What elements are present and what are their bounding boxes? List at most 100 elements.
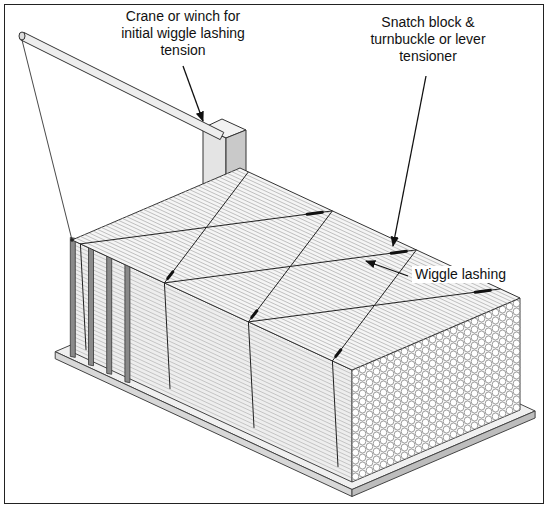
turnbuckle xyxy=(252,311,257,318)
pipe-end xyxy=(513,340,520,347)
pipe-end xyxy=(450,367,457,374)
pipe-end xyxy=(352,409,359,416)
pipe-end xyxy=(387,354,394,361)
pipe-end xyxy=(394,455,401,462)
pipe-end xyxy=(457,388,464,395)
pipe-end xyxy=(506,359,513,366)
pipe-end xyxy=(366,371,373,378)
pipe-end xyxy=(513,324,520,331)
pipe-end xyxy=(443,418,450,425)
pipe-end xyxy=(359,438,366,445)
pipe-end xyxy=(506,383,513,390)
pipe-end xyxy=(408,369,415,376)
pipe-end xyxy=(443,370,450,377)
pipe-end xyxy=(415,382,422,389)
pipe-end xyxy=(436,437,443,444)
turnbuckle xyxy=(336,350,341,357)
pipe-end xyxy=(366,379,373,386)
pipe-end xyxy=(450,391,457,398)
pipe-end xyxy=(380,381,387,388)
pipe-end xyxy=(373,360,380,367)
pipe-end xyxy=(478,323,485,330)
pipe-end xyxy=(408,433,415,440)
pipe-end xyxy=(373,400,380,407)
pipe-end xyxy=(450,375,457,382)
pipe-end xyxy=(464,369,471,376)
pipe-end xyxy=(380,357,387,364)
pipe-end xyxy=(478,379,485,386)
pipe-end xyxy=(359,414,366,421)
pipe-top-line xyxy=(97,229,377,359)
pipe-end xyxy=(450,431,457,438)
pipe-end xyxy=(394,439,401,446)
pipe-top-line xyxy=(223,175,503,305)
pipe-end xyxy=(394,375,401,382)
pipe-end xyxy=(380,421,387,428)
pipe-end xyxy=(359,398,366,405)
pipe-side-line xyxy=(72,336,352,466)
pipe-end xyxy=(394,399,401,406)
pipe-end xyxy=(499,338,506,345)
pipe-end xyxy=(513,332,520,339)
pipe-end xyxy=(429,368,436,375)
pipe-end xyxy=(506,375,513,382)
pipe-top-line xyxy=(89,233,369,363)
pipe-end xyxy=(443,346,450,353)
pipe-end xyxy=(373,456,380,463)
pipe-top-line xyxy=(131,215,411,345)
pipe-end xyxy=(492,333,499,340)
pipe-end xyxy=(401,444,408,451)
pipe-end xyxy=(450,407,457,414)
pipe-end xyxy=(443,354,450,361)
pipe-end xyxy=(352,401,359,408)
pipe-end xyxy=(450,351,457,358)
pipe-end xyxy=(513,396,520,403)
pipe-end xyxy=(415,406,422,413)
lashing-line xyxy=(164,172,416,361)
hook xyxy=(70,238,74,242)
pipe-top-line xyxy=(202,184,482,314)
pipe-end xyxy=(464,385,471,392)
pipe-end xyxy=(373,432,380,439)
pipe-top-line xyxy=(215,179,495,309)
pipe-end xyxy=(401,380,408,387)
pipe-end xyxy=(394,415,401,422)
pipe-end xyxy=(352,433,359,440)
pipe-end xyxy=(359,470,366,477)
pipe-end xyxy=(457,372,464,379)
pipe-end xyxy=(464,377,471,384)
pipe-top-line xyxy=(106,226,386,356)
lashing-down xyxy=(80,244,86,350)
pipe-end xyxy=(450,359,457,366)
pipe-top-line xyxy=(206,182,486,312)
lashing-down xyxy=(164,283,170,389)
pipe-end xyxy=(450,399,457,406)
callout-label: Crane or winch for initial wiggle lashin… xyxy=(120,8,246,58)
pipe-end xyxy=(499,354,506,361)
pipe-end xyxy=(443,378,450,385)
pipe-end xyxy=(492,373,499,380)
pipe-end xyxy=(436,397,443,404)
pipe-top-line xyxy=(219,177,499,307)
pipe-end xyxy=(429,416,436,423)
pipe-top-line xyxy=(177,195,457,325)
pipe-end xyxy=(429,432,436,439)
pipe-end xyxy=(499,330,506,337)
pipe-end xyxy=(485,360,492,367)
pipe-end xyxy=(422,435,429,442)
pipe-end xyxy=(366,395,373,402)
pipe-top-line xyxy=(127,217,407,347)
stanchion xyxy=(107,254,112,374)
pipe-end xyxy=(429,440,436,447)
pipe-end xyxy=(366,459,373,466)
pipe-end xyxy=(450,343,457,350)
pipe-end xyxy=(387,442,394,449)
boom-tip xyxy=(19,32,25,40)
pipe-top-line xyxy=(85,235,365,365)
pipe-end xyxy=(408,417,415,424)
pipe-end xyxy=(436,333,443,340)
pipe-end xyxy=(443,434,450,441)
pipe-end xyxy=(408,377,415,384)
pipe-end xyxy=(415,374,422,381)
pipe-top-line xyxy=(93,231,373,361)
